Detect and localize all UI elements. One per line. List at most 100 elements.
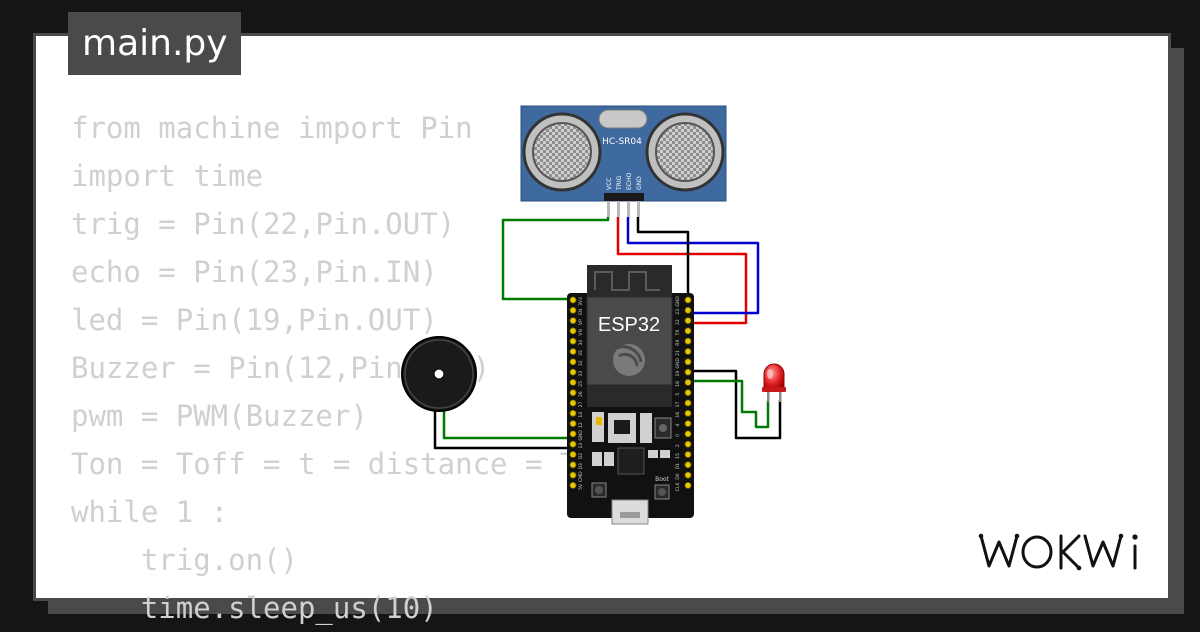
left-pin-label: EN bbox=[578, 309, 584, 315]
right-header-pin[interactable] bbox=[684, 368, 692, 376]
right-header-pin[interactable] bbox=[684, 306, 692, 314]
usb-chip bbox=[617, 447, 645, 475]
right-pin-label: D1 bbox=[675, 463, 681, 469]
right-pin-label: 5 bbox=[675, 393, 681, 396]
left-header-pin[interactable] bbox=[569, 451, 577, 458]
left-header-pin[interactable] bbox=[569, 440, 577, 448]
left-pin-label: 27 bbox=[578, 402, 584, 408]
left-header-pin[interactable] bbox=[569, 327, 577, 335]
code-line: led = Pin(19,Pin.OUT) bbox=[71, 303, 438, 337]
left-header-pin[interactable] bbox=[569, 409, 577, 417]
left-header-pin[interactable] bbox=[569, 481, 577, 489]
code-line: pwm = PWM(Buzzer) bbox=[71, 399, 368, 433]
right-pin-label: D0 bbox=[675, 473, 681, 479]
left-pin-label: VN bbox=[578, 329, 584, 335]
wire-vcc[interactable] bbox=[501, 217, 610, 301]
right-pin-label: 18 bbox=[675, 381, 681, 387]
left-header-pin[interactable] bbox=[569, 389, 577, 397]
right-header-pin[interactable] bbox=[684, 430, 692, 438]
right-pin-label: 4 bbox=[675, 424, 681, 427]
right-pin-label: TX bbox=[675, 329, 681, 336]
left-pin-label: 13 bbox=[578, 443, 584, 449]
sensor-label: HC-SR04 bbox=[602, 137, 642, 147]
right-header-pin[interactable] bbox=[684, 378, 692, 386]
sensor-pin-label: GND bbox=[636, 176, 643, 190]
right-pin-label: 17 bbox=[675, 402, 681, 408]
right-header-pin[interactable] bbox=[684, 471, 692, 479]
sensor-pin-header bbox=[604, 193, 644, 201]
right-header-pin[interactable] bbox=[684, 481, 692, 489]
left-header-pin[interactable] bbox=[569, 471, 577, 479]
right-header-pin[interactable] bbox=[684, 348, 692, 355]
wokwi-logo bbox=[978, 533, 1138, 571]
code-line: trig.on() bbox=[71, 543, 298, 577]
left-pin-label: CMD bbox=[578, 471, 584, 482]
left-header-pin[interactable] bbox=[569, 378, 577, 386]
right-header-pin[interactable] bbox=[684, 337, 692, 345]
wire-buzzer-signal[interactable] bbox=[442, 400, 573, 440]
left-pin-label: VP bbox=[578, 319, 584, 325]
left-pin-label: 35 bbox=[578, 350, 584, 356]
left-header-pin[interactable] bbox=[569, 420, 577, 428]
right-header-pin[interactable] bbox=[684, 399, 692, 407]
right-header-pin[interactable] bbox=[684, 461, 692, 469]
left-pin-label: D3 bbox=[578, 463, 584, 469]
crystal-oscillator bbox=[598, 109, 648, 129]
left-pin-label: 5V bbox=[578, 483, 584, 490]
code-line: trig = Pin(22,Pin.OUT) bbox=[71, 207, 456, 241]
right-header-pin[interactable] bbox=[684, 420, 692, 428]
piezo-buzzer[interactable] bbox=[401, 336, 477, 412]
right-pin-label: CLK bbox=[675, 482, 681, 492]
left-header-pin[interactable] bbox=[569, 358, 577, 366]
esp32-board[interactable]: ESP32 Boot bbox=[567, 265, 694, 525]
sensor-pin-label: TRIG bbox=[616, 175, 623, 191]
left-pin-label: 25 bbox=[578, 381, 584, 387]
boot-label: Boot bbox=[655, 476, 669, 483]
right-header-pin[interactable] bbox=[684, 317, 692, 325]
wire-led-cathode[interactable] bbox=[688, 369, 782, 440]
right-pin-label: 2 bbox=[675, 444, 681, 447]
red-led[interactable] bbox=[762, 363, 786, 402]
wire-echo[interactable] bbox=[626, 217, 760, 315]
code-line: time.sleep_us(10) bbox=[71, 591, 438, 625]
right-pin-label: 23 bbox=[675, 309, 681, 315]
left-pin-label: 34 bbox=[578, 340, 584, 346]
left-header-pin[interactable] bbox=[569, 461, 577, 469]
right-pin-label: GND bbox=[675, 358, 681, 369]
wires bbox=[433, 217, 782, 450]
code-line: from machine import Pin bbox=[71, 111, 473, 145]
wire-led-anode[interactable] bbox=[688, 379, 770, 429]
usb-port bbox=[611, 499, 649, 525]
right-pin-label: 22 bbox=[675, 319, 681, 325]
left-pin-label: 3V3 bbox=[578, 297, 584, 306]
wire-trig[interactable] bbox=[616, 217, 748, 325]
file-tab[interactable]: main.py bbox=[68, 12, 241, 75]
right-header-pin[interactable] bbox=[684, 440, 692, 448]
ultrasonic-sensor[interactable]: HC-SR04 VCC TRIG ECHO GND bbox=[520, 105, 727, 217]
left-pin-label: 12 bbox=[578, 422, 584, 428]
wire-buzzer-gnd[interactable] bbox=[433, 402, 573, 450]
left-header-pin[interactable] bbox=[569, 337, 577, 345]
right-pin-label: 19 bbox=[675, 371, 681, 377]
code-line: import time bbox=[71, 159, 264, 193]
right-header-pin[interactable] bbox=[684, 296, 692, 304]
espressif-logo bbox=[613, 344, 645, 376]
left-header-pin[interactable] bbox=[569, 348, 577, 355]
left-header-pin[interactable] bbox=[569, 296, 577, 304]
right-pin-label: RX bbox=[675, 340, 681, 346]
right-header-pin[interactable] bbox=[684, 409, 692, 417]
left-header-pin[interactable] bbox=[569, 317, 577, 325]
code-preview: from machine import Pin import time trig =… bbox=[71, 104, 647, 632]
left-header-pin[interactable] bbox=[569, 368, 577, 376]
left-header-pin[interactable] bbox=[569, 306, 577, 314]
right-header-pin[interactable] bbox=[684, 358, 692, 366]
right-pin-label: 15 bbox=[675, 453, 681, 459]
board-label: ESP32 bbox=[598, 314, 660, 336]
right-header-pin[interactable] bbox=[684, 327, 692, 335]
right-header-pin[interactable] bbox=[684, 451, 692, 458]
left-header-pin[interactable] bbox=[569, 399, 577, 407]
right-header-pin[interactable] bbox=[684, 389, 692, 397]
sensor-pin-label: VCC bbox=[606, 178, 613, 190]
wire-gnd[interactable] bbox=[636, 217, 690, 300]
left-header-pin[interactable] bbox=[569, 430, 577, 438]
